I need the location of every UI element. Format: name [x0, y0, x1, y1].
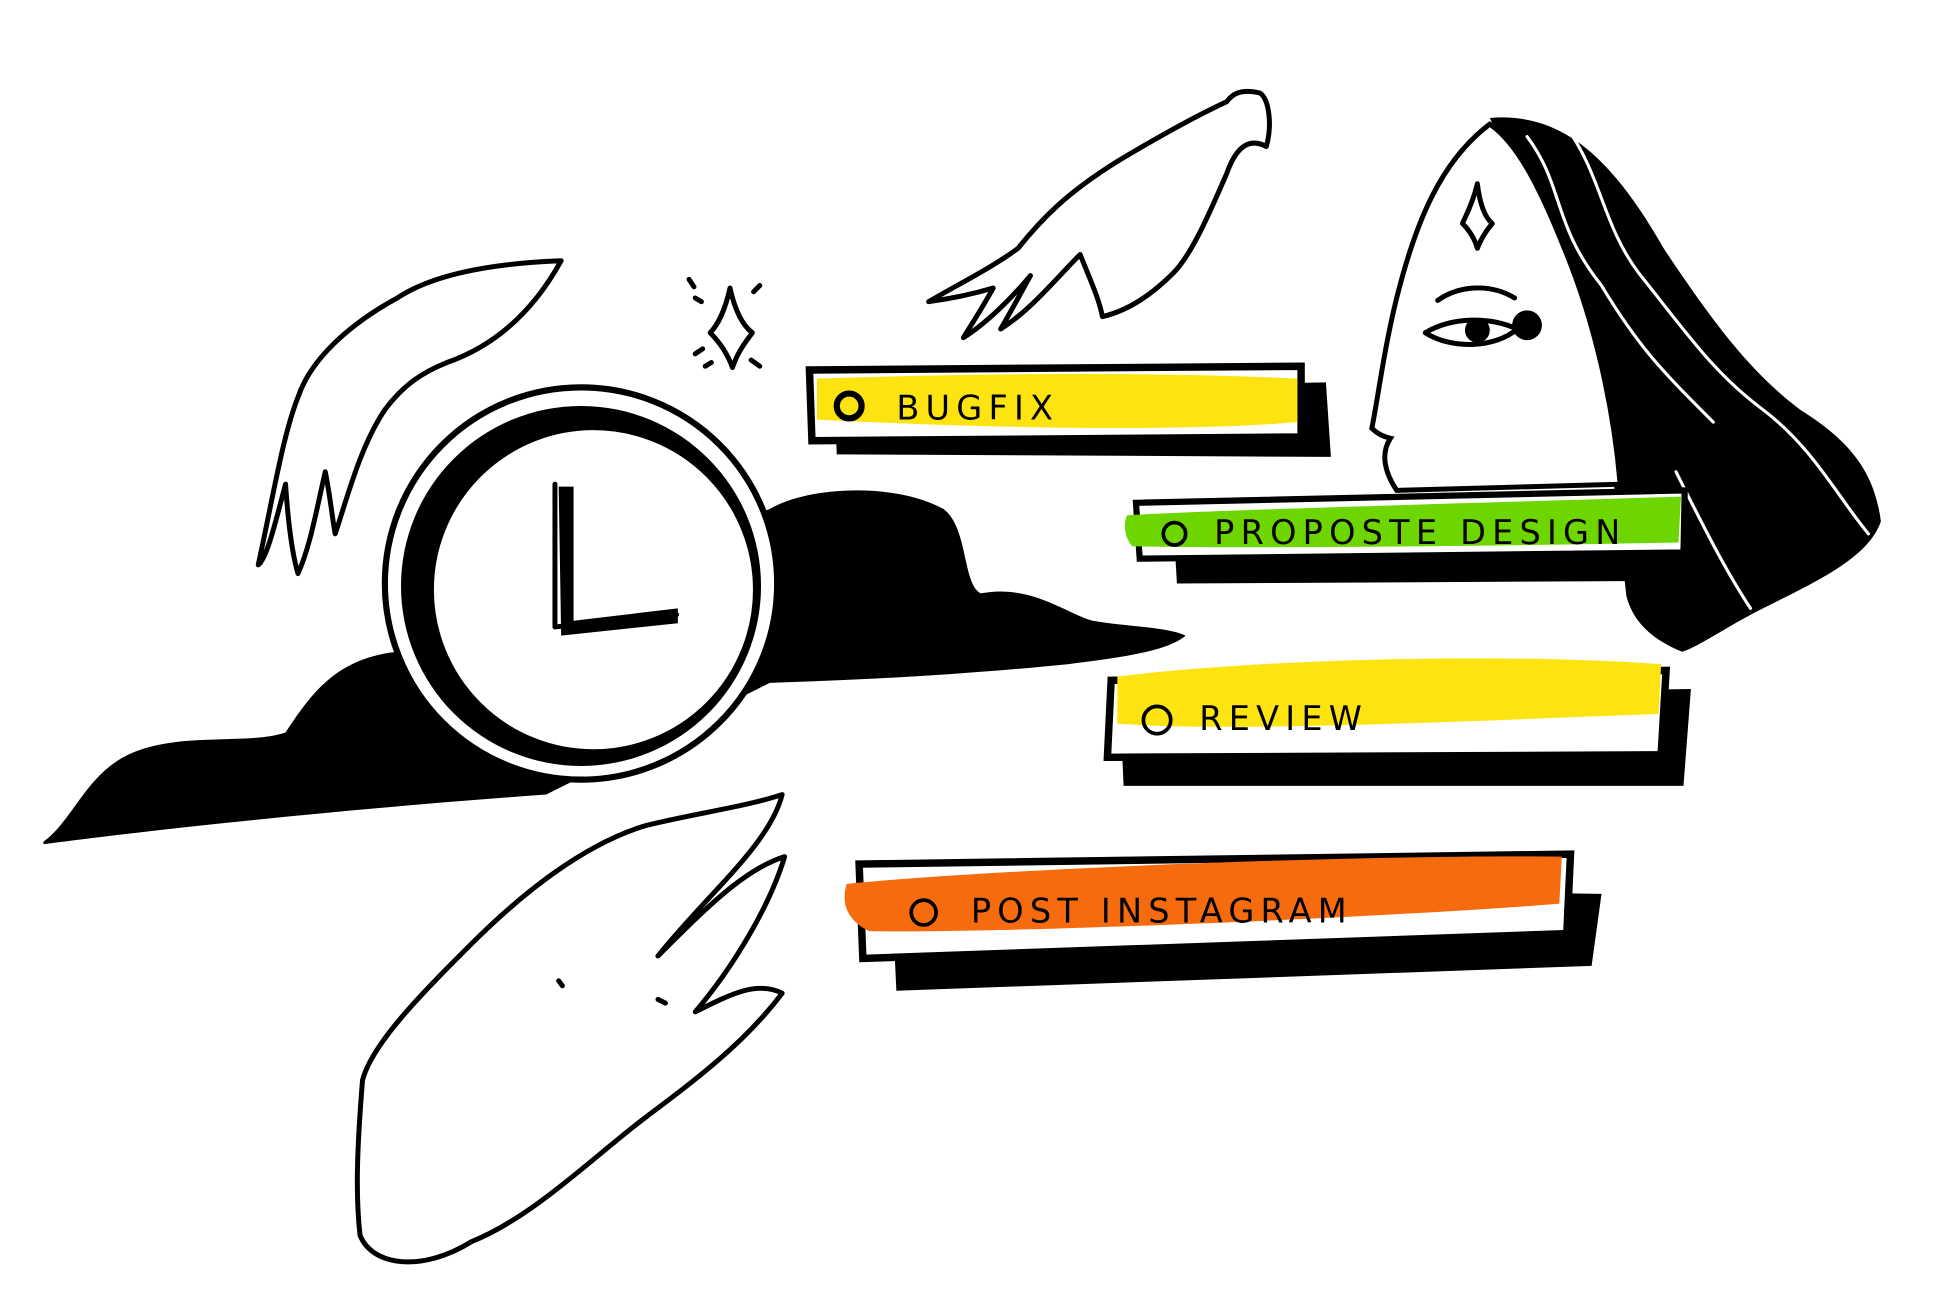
task-label: BUGFIX [896, 389, 1059, 428]
task-checkbox[interactable] [1141, 704, 1173, 736]
hand-detail [556, 978, 668, 1006]
woman-face-icon [1369, 117, 1881, 652]
clock-icon [381, 384, 781, 783]
task-post-instagram[interactable]: POST INSTAGRAM [844, 850, 1602, 991]
task-label: POST INSTAGRAM [971, 891, 1353, 930]
task-checkbox[interactable] [1161, 520, 1188, 547]
task-review[interactable]: REVIEW [1103, 658, 1691, 786]
task-checkbox[interactable] [833, 390, 865, 422]
task-bugfix[interactable]: BUGFIX [805, 362, 1331, 457]
task-proposte-design[interactable]: PROPOSTE DESIGN [1124, 487, 1688, 584]
hand-icon [255, 258, 564, 577]
task-label: REVIEW [1199, 699, 1368, 738]
task-checkbox[interactable] [909, 898, 938, 927]
hand-icon [926, 89, 1272, 341]
task-label: PROPOSTE DESIGN [1214, 513, 1626, 552]
sparkle-icon [686, 276, 763, 370]
hand-icon [354, 792, 788, 1265]
